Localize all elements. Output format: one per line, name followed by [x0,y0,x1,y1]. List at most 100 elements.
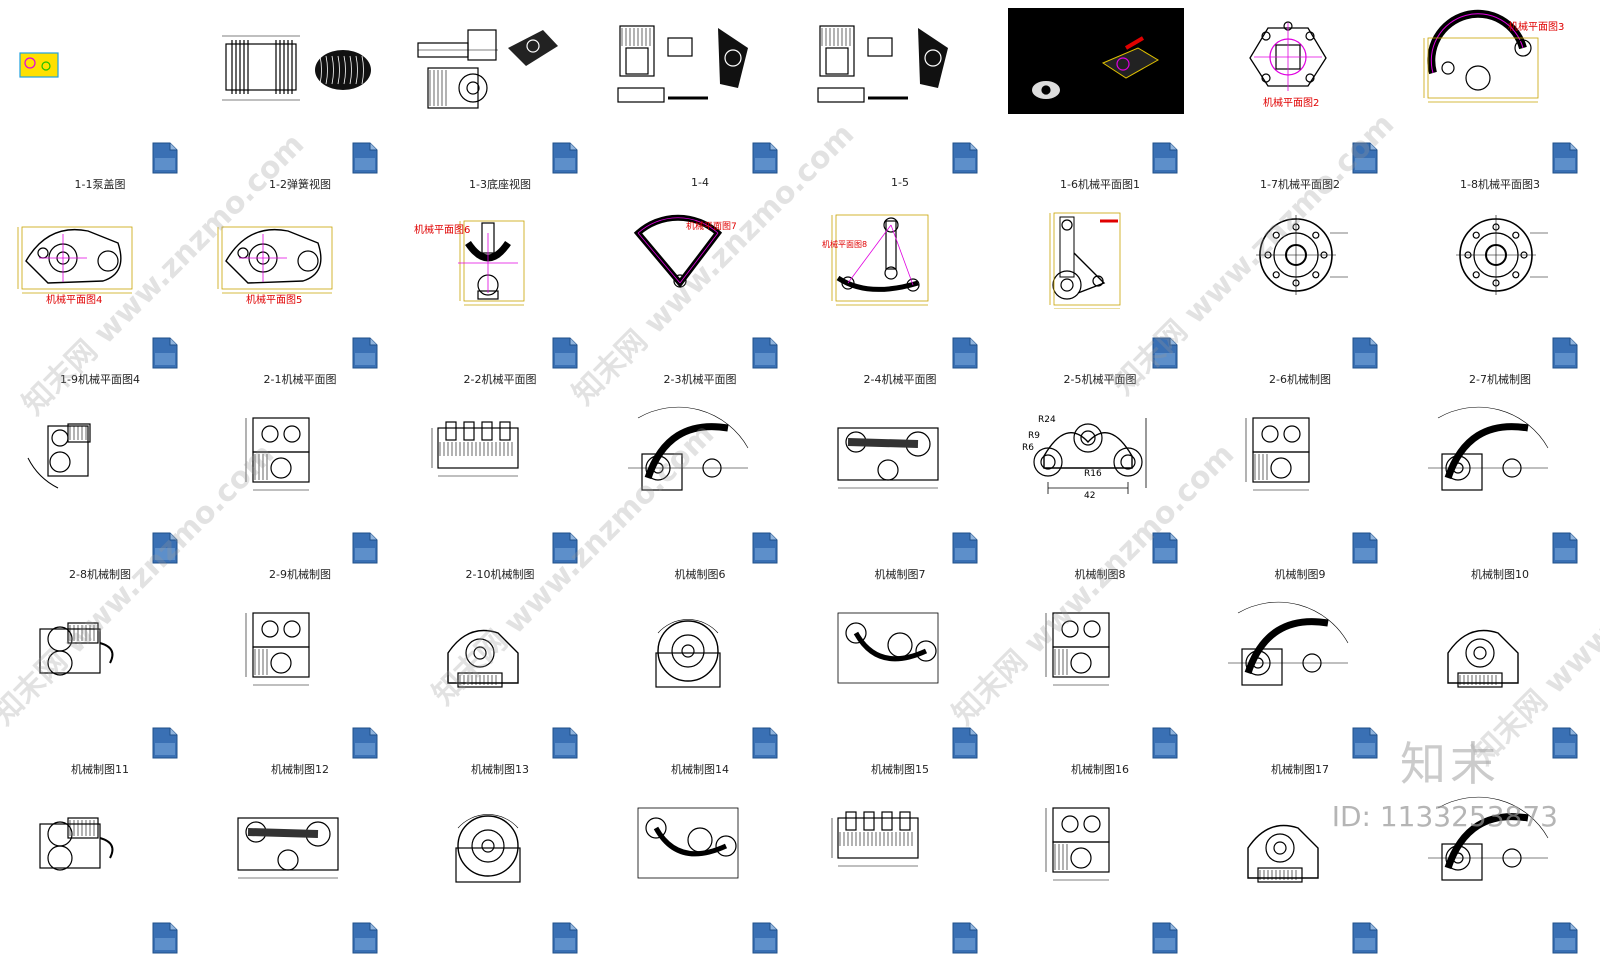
drawing-thumbnail[interactable] [808,593,984,699]
file-item[interactable]: 机械制图14 [600,585,800,780]
file-name: 机械制图14 [671,763,729,776]
dwg-file-icon [1352,142,1378,174]
file-item[interactable] [1400,585,1600,780]
file-item[interactable]: 机械平面图5 2-1机械平面图 [200,195,400,390]
drawing-thumbnail[interactable] [1408,398,1584,504]
drawing-thumbnail[interactable]: 机械平面图8 [808,203,984,309]
file-item[interactable]: 2-10机械制图 [400,390,600,585]
dwg-file-icon [152,727,178,759]
file-name: 2-8机械制图 [69,568,131,581]
drawing-thumbnail[interactable] [1408,788,1584,894]
file-item[interactable]: 机械制图15 [800,585,1000,780]
file-item[interactable] [600,780,800,975]
file-name: 机械制图11 [71,763,129,776]
file-item[interactable] [800,780,1000,975]
drawing-thumbnail[interactable] [808,8,984,114]
drawing-thumbnail[interactable] [8,788,184,894]
file-item[interactable]: 机械制图12 [200,585,400,780]
drawing-thumbnail[interactable]: 机械平面图4 [8,203,184,309]
file-item[interactable] [1000,780,1200,975]
file-item[interactable]: 1-3底座视图 [400,0,600,195]
drawing-thumbnail[interactable] [608,8,784,114]
file-item[interactable]: 机械制图17 [1200,585,1400,780]
file-name: 1-1泵盖图 [74,178,126,191]
svg-text:机械平面图8: 机械平面图8 [822,239,867,249]
dwg-file-icon [752,337,778,369]
drawing-thumbnail[interactable] [408,8,584,114]
file-item[interactable]: 机械制图10 [1400,390,1600,585]
drawing-thumbnail[interactable] [8,593,184,699]
dwg-file-icon [1152,727,1178,759]
file-item[interactable]: 机械制图16 [1000,585,1200,780]
drawing-thumbnail[interactable] [808,398,984,504]
dwg-file-icon [1552,532,1578,564]
drawing-thumbnail[interactable] [1008,788,1184,894]
file-item[interactable]: 1-2弹簧视图 [200,0,400,195]
file-name: 机械制图15 [871,763,929,776]
file-item[interactable]: 1-5 [800,0,1000,195]
file-item[interactable]: 机械制图6 [600,390,800,585]
drawing-thumbnail[interactable] [408,788,584,894]
drawing-thumbnail[interactable] [208,593,384,699]
drawing-thumbnail[interactable]: 机械平面图6 [408,203,584,309]
file-item[interactable] [0,780,200,975]
drawing-thumbnail[interactable] [1008,8,1184,114]
dwg-file-icon [152,532,178,564]
drawing-thumbnail[interactable] [8,398,184,504]
file-name: 1-4 [691,176,709,189]
file-item[interactable]: 2-5机械平面图 [1000,195,1200,390]
drawing-thumbnail[interactable]: 机械平面图5 [208,203,384,309]
drawing-thumbnail[interactable] [1208,593,1384,699]
file-name: 机械制图9 [1274,568,1326,581]
drawing-thumbnail[interactable] [408,593,584,699]
file-item[interactable]: 机械制图7 [800,390,1000,585]
file-item[interactable] [200,780,400,975]
drawing-thumbnail[interactable] [1208,398,1384,504]
drawing-thumbnail[interactable] [1008,203,1184,309]
drawing-thumbnail[interactable]: 机械平面图2 [1208,8,1384,114]
drawing-thumbnail[interactable] [1208,788,1384,894]
file-item[interactable]: 2-7机械制图 [1400,195,1600,390]
drawing-thumbnail[interactable] [408,398,584,504]
file-item[interactable]: 1-6机械平面图1 [1000,0,1200,195]
drawing-thumbnail[interactable] [1208,203,1384,309]
file-item[interactable]: 1-4 [600,0,800,195]
svg-text:R16: R16 [1084,469,1102,479]
dwg-file-icon [752,922,778,954]
dwg-file-icon [152,337,178,369]
file-item[interactable] [400,780,600,975]
drawing-thumbnail[interactable] [208,788,384,894]
drawing-thumbnail[interactable] [8,8,184,114]
file-item[interactable]: 1-1泵盖图 [0,0,200,195]
file-item[interactable]: 机械制图11 [0,585,200,780]
drawing-thumbnail[interactable] [808,788,984,894]
drawing-thumbnail[interactable] [608,593,784,699]
drawing-thumbnail[interactable]: 机械平面图3 [1408,8,1584,114]
file-item[interactable]: 机械制图9 [1200,390,1400,585]
file-name: 机械制图8 [1074,568,1126,581]
dwg-file-icon [952,532,978,564]
file-item[interactable]: 2-6机械制图 [1200,195,1400,390]
drawing-thumbnail[interactable] [1408,203,1584,309]
file-item[interactable]: 2-8机械制图 [0,390,200,585]
drawing-thumbnail[interactable]: 机械平面图7 [608,203,784,309]
file-name: 2-1机械平面图 [263,373,337,386]
drawing-thumbnail[interactable] [1408,593,1584,699]
dwg-file-icon [552,922,578,954]
drawing-thumbnail[interactable] [608,788,784,894]
drawing-thumbnail[interactable] [208,8,384,114]
file-item[interactable]: 2-9机械制图 [200,390,400,585]
drawing-thumbnail[interactable] [608,398,784,504]
drawing-thumbnail[interactable] [1008,593,1184,699]
drawing-thumbnail[interactable] [208,398,384,504]
file-item[interactable]: 机械制图13 [400,585,600,780]
